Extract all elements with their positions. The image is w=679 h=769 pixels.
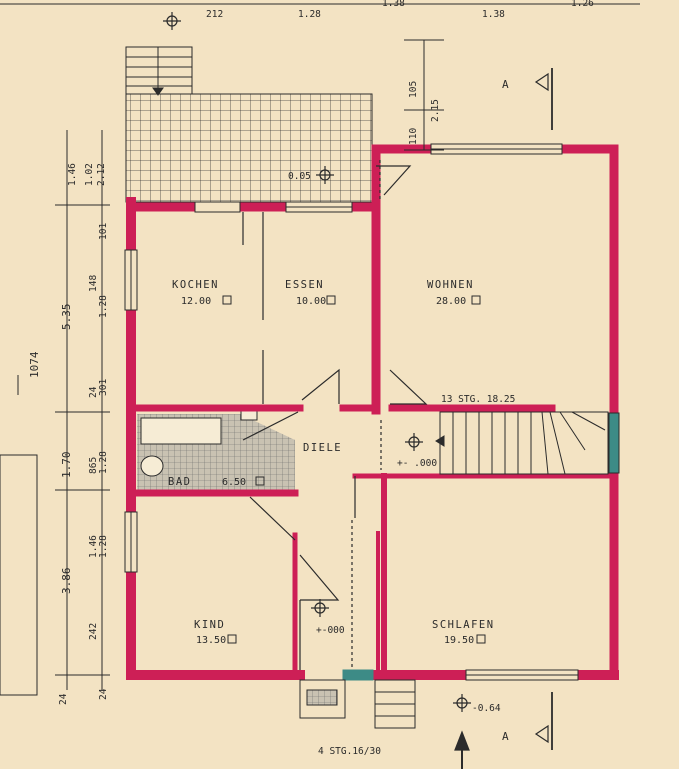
room-name-essen: ESSEN [285,279,324,291]
doors [242,160,428,670]
windows [124,143,620,681]
washbasin [240,410,258,421]
annotations: 13 STG. 18.25 +- .000 0.05 +-000 -0.64 4… [288,78,515,757]
entry-steps [299,679,416,729]
room-area-kind: 13.50 [196,635,226,646]
svg-text:1.28: 1.28 [298,9,321,20]
svg-text:24: 24 [88,386,99,398]
main-staircase [435,411,609,475]
left-dimensions: 1074 5.35 1.70 3.86 24 1.46 1.02 2.12 10… [28,163,109,705]
room-name-bad: BAD [168,476,191,488]
room-area-kochen: 12.00 [181,296,211,307]
top-dimensions: 212 1.28 1.38 1.38 1.26 [206,0,594,20]
toilet [140,455,164,477]
svg-text:3.86: 3.86 [60,568,73,595]
terrace [125,93,373,203]
svg-text:24: 24 [98,688,109,700]
level-marker-diele [405,433,423,451]
svg-text:212: 212 [206,9,223,20]
svg-text:148: 148 [88,275,99,292]
room-name-kochen: KOCHEN [172,279,219,291]
svg-text:1.28: 1.28 [98,295,109,318]
room-name-diele: DIELE [303,442,342,454]
section-label-bottom: A [502,730,509,743]
room-name-kind: KIND [194,619,225,631]
bathroom-floor [137,410,295,490]
room-area-essen: 10.00 [296,296,326,307]
level-markers [163,12,471,712]
svg-text:2.15: 2.15 [430,99,441,122]
svg-text:105: 105 [408,81,419,98]
svg-text:1.02: 1.02 [84,163,95,186]
level-marker-terrace [316,166,334,184]
room-name-wohnen: WOHNEN [427,279,474,291]
level-outside: -0.64 [472,703,501,714]
svg-text:1074: 1074 [28,351,41,378]
svg-text:865: 865 [88,457,99,474]
svg-text:1.46: 1.46 [67,163,78,186]
svg-text:1.70: 1.70 [60,452,73,479]
room-labels: KOCHEN 12.00 ESSEN 10.00 WOHNEN 28.00 DI… [168,279,495,646]
section-markers [454,68,553,769]
level-marker-outside [453,694,471,712]
level-diele: +- .000 [397,458,437,469]
terrace-steps [125,46,193,96]
svg-text:24: 24 [58,693,69,705]
svg-text:1.38: 1.38 [382,0,405,9]
entry-stair-label: 4 STG.16/30 [318,746,381,757]
section-label-top: A [502,78,509,91]
level-entry: +-000 [316,625,345,636]
right-dimensions: 110 105 2.15 [408,81,441,145]
bathtub [140,417,222,445]
room-area-wohnen: 28.00 [436,296,466,307]
dimension-lines [0,3,640,696]
svg-text:301: 301 [98,379,109,396]
level-terrace: 0.05 [288,171,311,182]
room-area-schlafen: 19.50 [444,635,474,646]
svg-text:1.26: 1.26 [571,0,594,9]
room-name-schlafen: SCHLAFEN [432,619,495,631]
svg-text:110: 110 [408,128,419,145]
svg-text:1.46: 1.46 [88,535,99,558]
svg-text:2.12: 2.12 [96,163,107,186]
level-marker-entry [311,599,329,617]
top-marker [163,12,181,30]
svg-text:1.28: 1.28 [98,451,109,474]
svg-text:5.35: 5.35 [60,304,73,331]
room-area-bad: 6.50 [222,477,246,488]
svg-text:101: 101 [98,223,109,240]
main-stair-label: 13 STG. 18.25 [441,394,515,405]
svg-text:1.38: 1.38 [482,9,505,20]
svg-text:242: 242 [88,623,99,640]
svg-text:1.28: 1.28 [98,535,109,558]
